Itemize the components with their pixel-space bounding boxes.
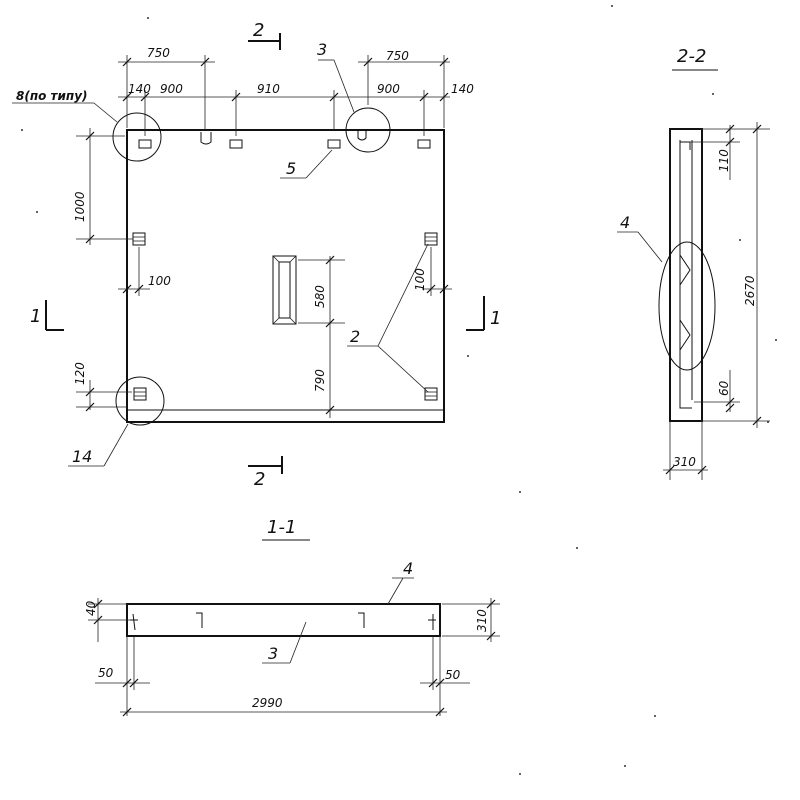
plan-view: 750 750 140 900 910 900 140 1000 100 100 bbox=[12, 20, 501, 490]
embedded-part-square bbox=[229, 139, 243, 149]
dim-ticks bbox=[122, 284, 144, 294]
dim-1000: 1000 bbox=[73, 191, 87, 222]
embedded-plate bbox=[132, 232, 146, 246]
dim-40: 40 bbox=[84, 600, 98, 616]
section-1-left-label: 1 bbox=[30, 306, 41, 327]
dim-ticks bbox=[325, 405, 335, 415]
dim-ticks bbox=[426, 284, 449, 294]
embedded-plate bbox=[424, 232, 438, 246]
dim-50-right: 50 bbox=[445, 668, 461, 682]
dim-50-left: 50 bbox=[98, 666, 114, 680]
section-2-2-hook bbox=[679, 141, 692, 409]
callout-circle bbox=[115, 376, 165, 426]
dim-ticks bbox=[85, 131, 95, 244]
leader-line bbox=[305, 149, 333, 179]
dim-140-right: 140 bbox=[451, 82, 474, 96]
section-2-top-label: 2 bbox=[253, 20, 264, 41]
dim-100-right: 100 bbox=[413, 268, 427, 291]
section-1-right-label: 1 bbox=[490, 308, 501, 329]
dim-900-right: 900 bbox=[377, 82, 400, 96]
dim-2990: 2990 bbox=[252, 696, 283, 710]
dim-310-1-1: 310 bbox=[475, 609, 489, 632]
opening-line bbox=[272, 255, 280, 263]
dim-ticks bbox=[725, 124, 762, 426]
leader-line bbox=[387, 577, 404, 605]
dim-790: 790 bbox=[313, 369, 327, 392]
dim-750-left: 750 bbox=[147, 46, 170, 60]
section-1-1-outline bbox=[126, 603, 441, 637]
section-1-1-detail bbox=[196, 612, 365, 628]
leader-line bbox=[333, 59, 355, 113]
embedded-part-square bbox=[327, 139, 341, 149]
embedded-plate bbox=[133, 387, 147, 401]
section-2-2-title: 2-2 bbox=[677, 46, 706, 67]
opening-line bbox=[289, 317, 297, 325]
dim-120: 120 bbox=[73, 362, 87, 385]
center-opening-inner bbox=[278, 261, 291, 319]
scan-specks bbox=[21, 5, 777, 775]
section-2-bottom-label: 2 bbox=[254, 469, 265, 490]
leader-line bbox=[289, 621, 307, 664]
embedded-plate bbox=[424, 387, 438, 401]
callout-3: 3 bbox=[317, 40, 327, 59]
slab-outline bbox=[126, 129, 445, 423]
section-2-2-outline bbox=[669, 128, 703, 422]
lifting-loop bbox=[200, 132, 212, 145]
callout-4-1-1: 4 bbox=[403, 559, 413, 578]
callout-2: 2 bbox=[350, 327, 360, 346]
dim-580: 580 bbox=[313, 285, 327, 308]
dim-ticks bbox=[665, 465, 707, 475]
opening-line bbox=[272, 317, 280, 325]
leader-line bbox=[103, 423, 129, 467]
section-2-2-view: 2-2 110 2670 60 310 4 bbox=[617, 46, 770, 480]
dim-750-right: 750 bbox=[386, 49, 409, 63]
section-2-2-bend bbox=[679, 254, 691, 351]
callout-3-1-1: 3 bbox=[268, 644, 278, 663]
leader-line bbox=[377, 345, 429, 393]
embedded-part-square bbox=[417, 139, 431, 149]
dim-110: 110 bbox=[717, 149, 731, 172]
dim-ticks bbox=[122, 57, 449, 102]
lifting-loop bbox=[357, 130, 367, 141]
section-1-1-view: 1-1 40 310 50 50 bbox=[84, 517, 500, 717]
callout-8: 8(по типу) bbox=[16, 89, 88, 103]
callout-ellipse bbox=[658, 241, 716, 371]
center-opening bbox=[272, 255, 297, 325]
dim-ticks bbox=[122, 678, 445, 717]
opening-line bbox=[289, 255, 297, 263]
dim-60: 60 bbox=[717, 380, 731, 396]
callout-14: 14 bbox=[72, 447, 92, 466]
embedded-part-square bbox=[138, 139, 152, 149]
callout-circle bbox=[112, 112, 162, 162]
leader-line bbox=[637, 231, 663, 263]
section-1-1-title: 1-1 bbox=[267, 517, 296, 538]
callout-circle bbox=[345, 107, 391, 153]
dim-140-left: 140 bbox=[128, 82, 151, 96]
dim-ticks bbox=[93, 599, 103, 625]
dim-ticks bbox=[486, 599, 496, 641]
dim-100-left: 100 bbox=[148, 274, 171, 288]
dim-2670: 2670 bbox=[743, 275, 757, 306]
leader-line bbox=[93, 102, 118, 123]
dim-310-2-2: 310 bbox=[673, 455, 696, 469]
section-1-1-inner bbox=[132, 613, 136, 631]
callout-4-2-2: 4 bbox=[620, 213, 630, 232]
dim-910: 910 bbox=[257, 82, 280, 96]
leader-line bbox=[377, 243, 429, 347]
dim-ticks bbox=[85, 387, 95, 412]
callout-5: 5 bbox=[286, 159, 296, 178]
dim-900-left: 900 bbox=[160, 82, 183, 96]
